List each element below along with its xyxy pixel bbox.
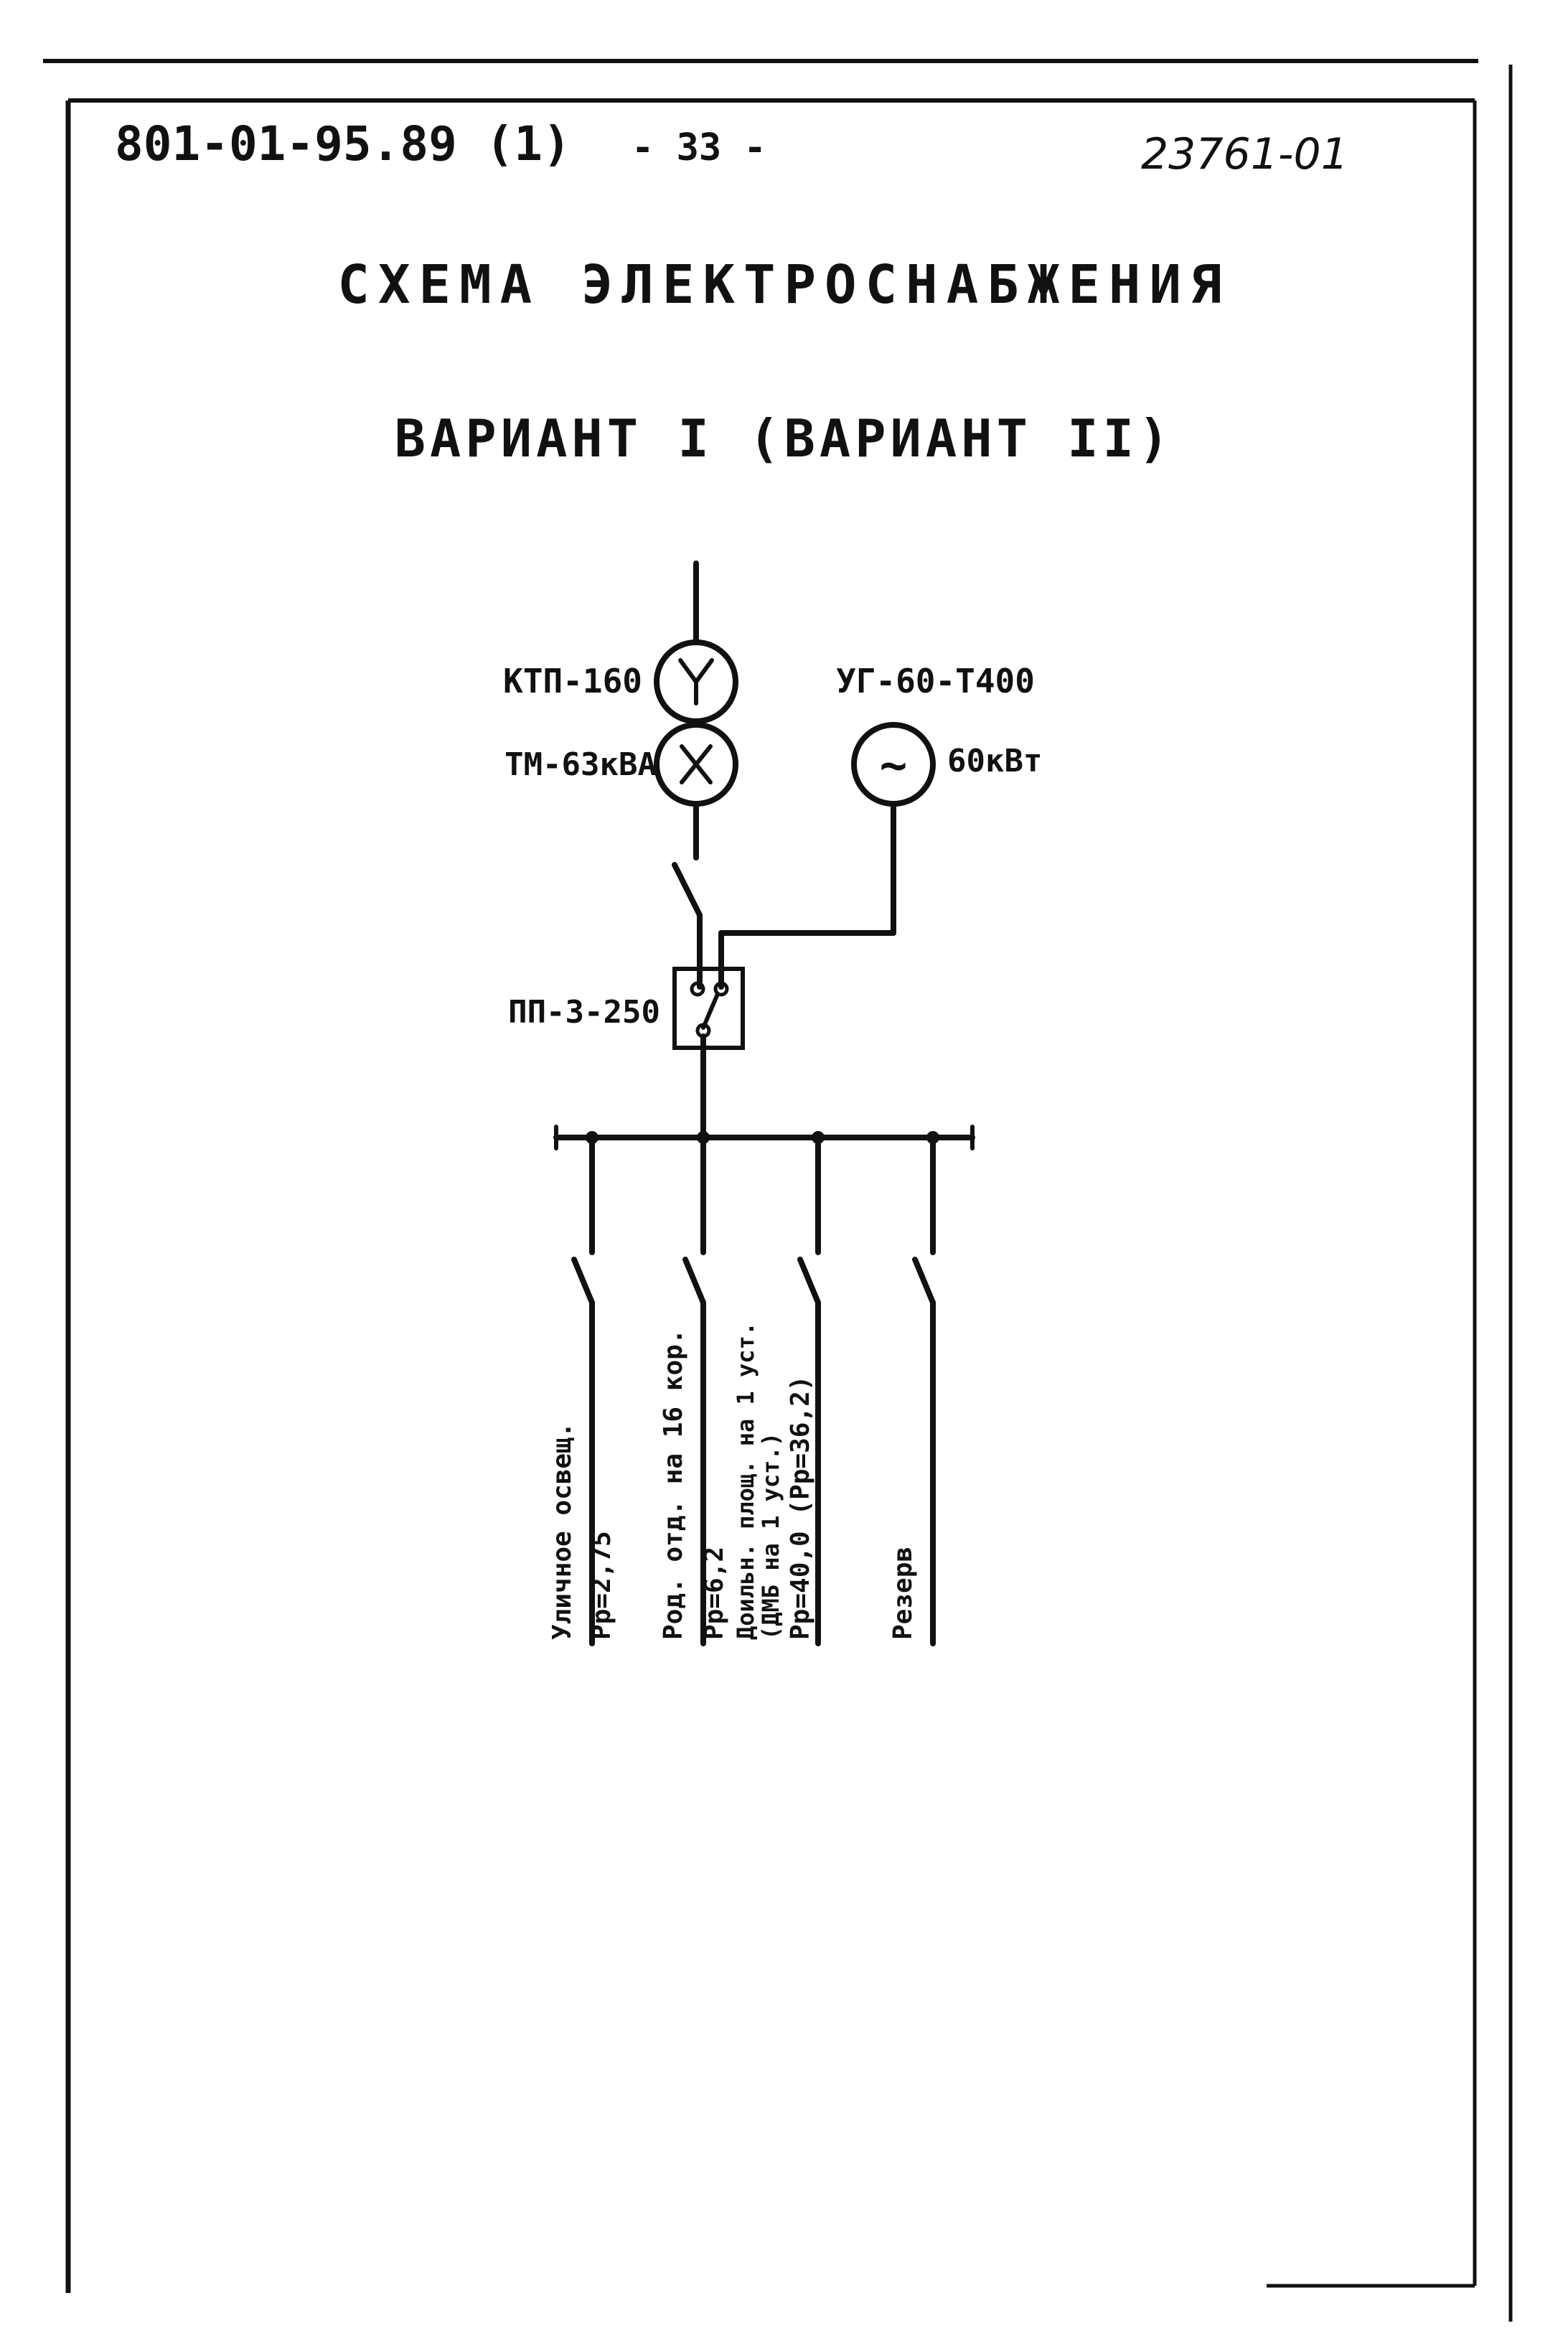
switch-contact-right [713,981,729,997]
switch-label: ПП-3-250 [508,994,660,1031]
feeder-1-label-name: Уличное освещ. [548,1422,577,1640]
feeder-4-label-name: Резерв [888,1547,918,1640]
switch-blade [701,992,720,1030]
page-subtitle: ВАРИАНТ I (ВАРИАНТ II) [394,408,1174,469]
feeder-1 [571,1135,595,1646]
switch-contact-left [690,981,705,997]
feeder-3-label-alt: (ДМБ на 1 уст.) [757,1432,784,1640]
changeover-switch-box [672,967,745,1050]
feeder-3-breaker [797,1257,821,1305]
transformer-winding-top [654,639,738,724]
feeder-4 [912,1135,936,1646]
page-title: СХЕМА ЭЛЕКТРОСНАБЖЕНИЯ [337,254,1231,316]
feeder-2-label-name: Род. отд. на 16 кор. [659,1329,688,1640]
transformer-label-top: КТП-160 [503,662,642,700]
feeder-2-label-load: Рр=6,2 [700,1547,729,1640]
document-code: 801-01-95.89 (1) [115,116,571,172]
feeder-4-breaker [912,1257,936,1305]
feeder-1-breaker [571,1257,595,1305]
generator-label-top: УГ-60-Т400 [836,662,1035,700]
generator-label-bottom: 60кВт [947,743,1042,779]
generator-wave-symbol: ~ [880,739,908,792]
star-symbol [678,658,714,705]
feeder-3-label-name: Доильн. площ. на 1 уст. [732,1322,759,1640]
transformer-breaker-blade [672,862,703,918]
delta-symbol [680,744,713,784]
document-number: 23761-01 [1141,129,1348,179]
feeder-2-breaker [682,1257,706,1305]
feeder-3 [797,1135,821,1646]
feeder-2 [682,1135,706,1646]
sheet-frame [43,59,1513,2322]
transformer-label-bottom: ТМ-63кВА [504,746,657,783]
page-number: - 33 - [632,126,766,169]
feeder-3-label-load: Рр=40,0 (Рр=36,2) [786,1376,815,1640]
feeder-1-label-load: Рр=2,75 [587,1531,616,1640]
